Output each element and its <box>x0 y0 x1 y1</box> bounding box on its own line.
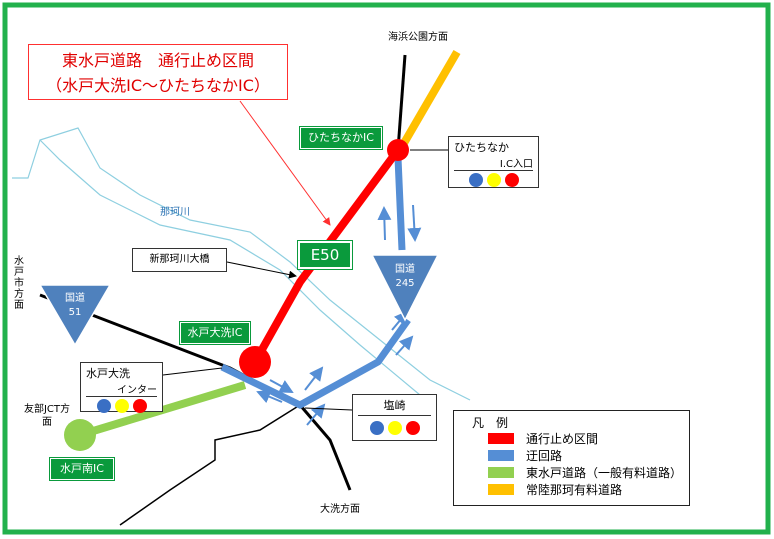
legend-label: 通行止め区間 <box>526 432 599 446</box>
closure-title-box: 東水戸道路 通行止め区間 （水戸大洗IC～ひたちなかIC） <box>28 44 288 100</box>
local-road <box>119 404 301 526</box>
legend-item: 迂回路 <box>472 447 689 464</box>
card-leader <box>162 367 223 376</box>
tomobe-jct-node <box>64 419 96 451</box>
detour-swatch <box>488 450 514 461</box>
route-51-label: 国道 <box>65 291 85 304</box>
card-leader <box>304 407 353 411</box>
card-subtitle: インター <box>86 381 157 397</box>
signal-dots <box>454 173 533 187</box>
tomobe-jct-direction: 友部JCT方面 <box>23 404 71 428</box>
legend-label: 迂回路 <box>526 449 563 463</box>
hitachinaka-entrance-card: ひたちなか I.C入口 <box>448 136 539 188</box>
detour-route <box>220 157 411 409</box>
hitachinaka-ic-node <box>387 139 409 161</box>
route-51-shield <box>38 284 112 347</box>
title-pointer <box>239 100 331 226</box>
red-dot-icon <box>504 173 519 187</box>
legend-item: 常陸那珂有料道路 <box>472 481 689 498</box>
naka-river <box>12 127 471 401</box>
mito-city-direction: 水戸市方面 <box>14 256 24 311</box>
route-245-label: 国道 <box>395 262 415 275</box>
legend: 凡 例 通行止め区間 迂回路 東水戸道路（一般有料道路） 常陸那珂有料道路 <box>453 410 690 506</box>
mito-oarai-ic-label: 水戸大洗IC <box>179 321 251 345</box>
road-north <box>396 54 407 151</box>
legend-label: 常陸那珂有料道路 <box>526 483 623 497</box>
title-line1: 東水戸道路 通行止め区間 <box>61 51 254 70</box>
card-title: 塩崎 <box>358 397 431 416</box>
route-51-number: 51 <box>69 307 82 318</box>
closed-swatch <box>488 433 514 444</box>
mito-oarai-ic-node <box>239 346 271 378</box>
route-245-shield <box>370 254 440 322</box>
bridge-label: 新那珂川大橋 <box>132 248 227 272</box>
hitachinaka-ic-label: ひたちなかIC <box>299 126 383 150</box>
yellow-dot-icon <box>486 173 501 187</box>
card-subtitle: I.C入口 <box>454 155 533 171</box>
blue-dot-icon <box>96 399 111 413</box>
signal-dots <box>86 399 157 413</box>
shiozaki-card: 塩崎 <box>352 394 437 441</box>
card-title: 水戸大洗 <box>86 367 130 380</box>
closed-section <box>251 147 402 364</box>
red-dot-icon <box>132 399 147 413</box>
legend-item: 東水戸道路（一般有料道路） <box>472 464 689 481</box>
card-title: ひたちなか <box>454 141 509 154</box>
yellow-dot-icon <box>114 399 129 413</box>
mito-minami-ic-label: 水戸南IC <box>49 457 115 481</box>
hitachi-naka-toll-road <box>396 49 461 153</box>
route-245-number: 245 <box>395 278 414 289</box>
red-dot-icon <box>405 421 420 435</box>
blue-dot-icon <box>369 421 384 435</box>
yellow-dot-icon <box>387 421 402 435</box>
mito-oarai-inter-card: 水戸大洗 インター <box>80 362 163 413</box>
legend-label: 東水戸道路（一般有料道路） <box>526 466 683 480</box>
legend-title: 凡 例 <box>472 416 509 430</box>
bridge-pointer <box>226 261 297 279</box>
signal-dots <box>358 421 431 435</box>
title-line2: （水戸大洗IC～ひたちなかIC） <box>46 76 270 95</box>
legend-item: 通行止め区間 <box>472 430 689 447</box>
e50-badge: E50 <box>297 240 353 270</box>
river-label: 那珂川 <box>160 206 190 218</box>
oarai-direction: 大洗方面 <box>320 504 360 515</box>
blue-dot-icon <box>468 173 483 187</box>
kaihin-park-direction: 海浜公園方面 <box>388 32 448 43</box>
toll-swatch <box>488 467 514 478</box>
hitachi-swatch <box>488 484 514 495</box>
